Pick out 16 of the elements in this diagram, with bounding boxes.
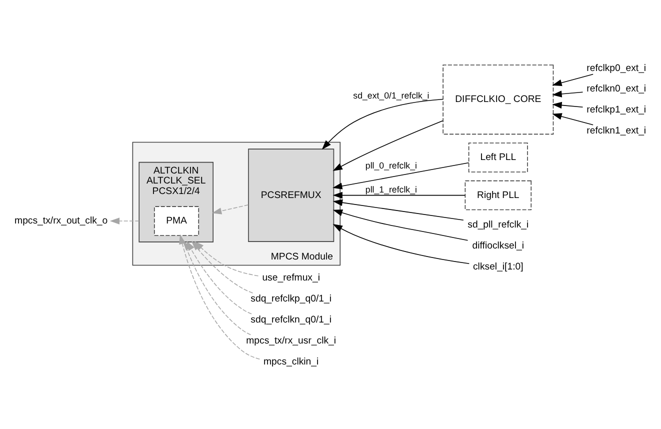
node-text: refclkn0_ext_i [586,83,646,94]
node-text: use_refmux_i [262,272,320,284]
node-text: clksel_i[1:0] [473,260,524,272]
edge-label: pll_0_refclk_i [365,160,417,170]
node-text: mpcs_clkin_i [264,356,319,367]
node-text: diffioclksel_i [472,240,524,251]
node-text: refclkn1_ext_i [586,124,646,136]
edge-label: pll_1_refclk_i [365,184,417,194]
edge-label: sd_ext_0/1_refclk_i [353,90,430,100]
node-text: refclkp1_ext_i [586,104,646,116]
node-text: sdq_refclkp_q0/1_i [250,293,332,304]
node-text: sdq_refclkn_q0/1_i [250,314,332,325]
node-text: mpcs_tx/rx_out_clk_o [14,215,108,226]
node-text: refclkp0_ext_i [586,62,646,74]
node-text: mpcs_tx/rx_usr_clk_i [246,334,336,346]
node-text: sd_pll_refclk_i [468,219,529,230]
